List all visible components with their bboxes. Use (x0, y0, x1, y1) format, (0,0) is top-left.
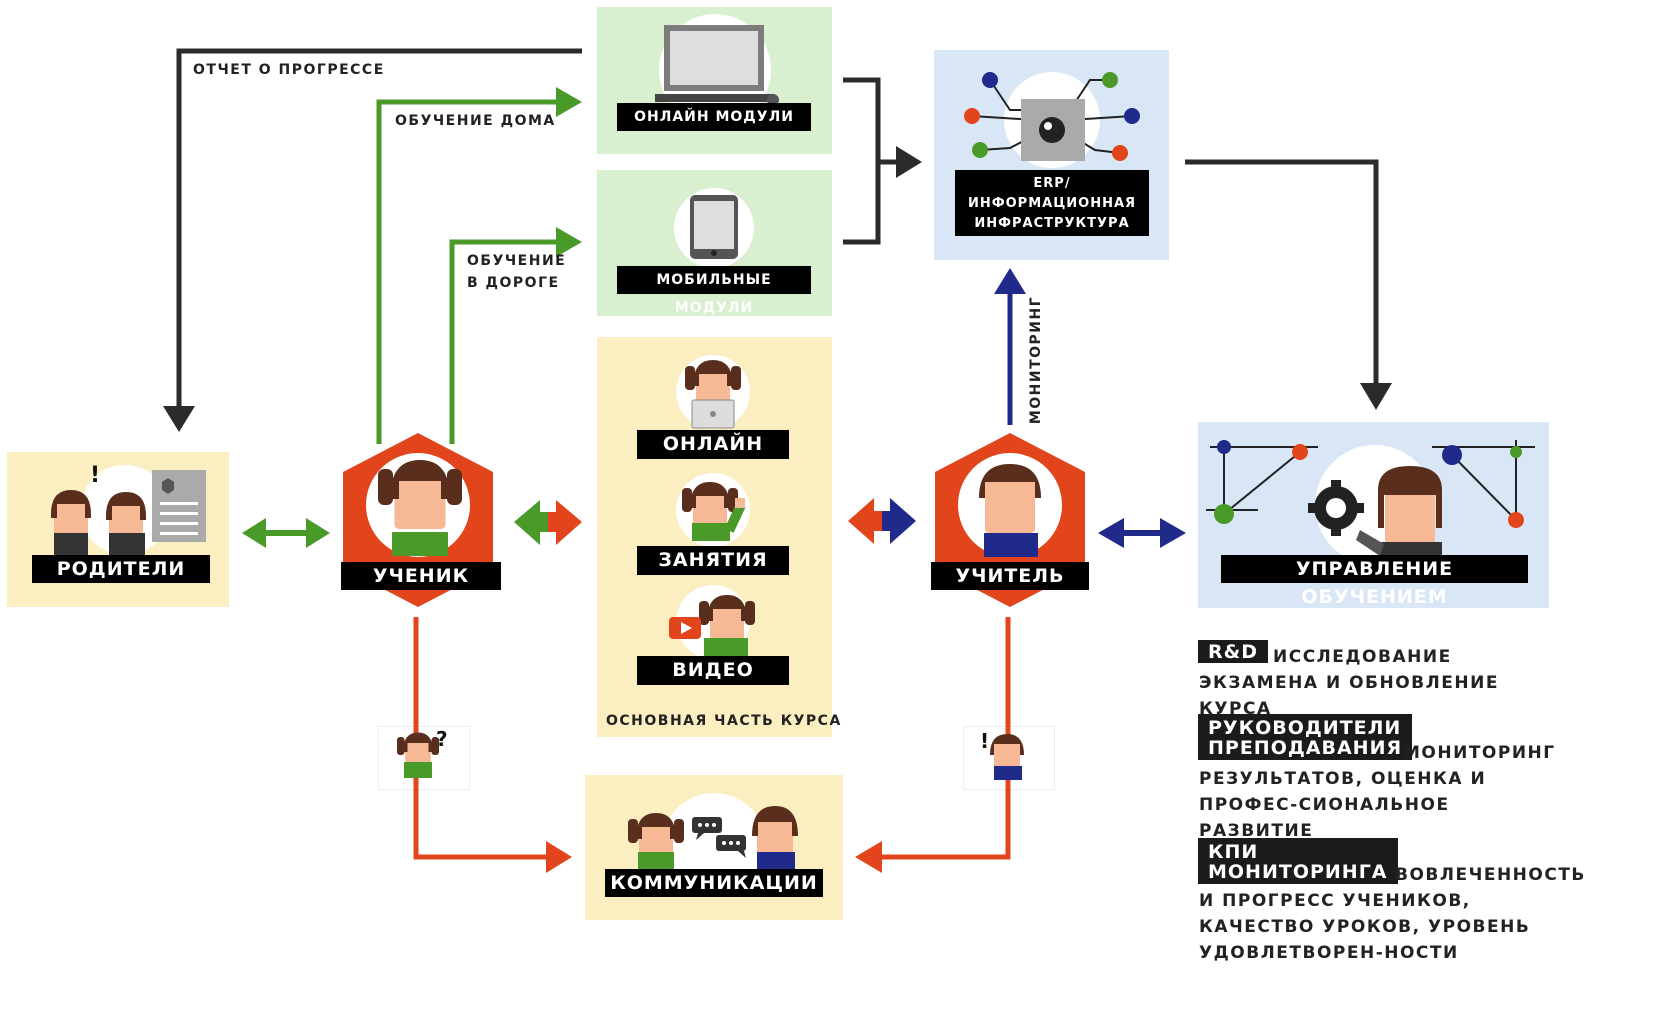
student-question-box (378, 726, 470, 790)
computer-icon (655, 14, 779, 126)
modules-bracket (843, 77, 881, 245)
svg-text:?: ? (436, 727, 448, 751)
student-label: УЧЕНИК (341, 562, 501, 590)
legend-tag-heads-line2: ПРЕПОДАВАНИЯ (1208, 737, 1403, 759)
erp-label-line3: ИНФРАСТРУКТУРА (974, 216, 1130, 231)
video-label: ВИДЕО (637, 656, 789, 685)
monitoring-arrowhead (994, 268, 1026, 294)
erp-to-management-arrowhead (1360, 383, 1392, 410)
teacher-comm-arrow (880, 617, 1011, 860)
mobile-modules-label: МОБИЛЬНЫЕ МОДУЛИ (617, 266, 811, 316)
communications-label: КОММУНИКАЦИИ (605, 869, 823, 897)
road-learning-arrowhead (556, 227, 582, 257)
teacher-mgmt-arrowhead-right (1160, 518, 1186, 548)
student-comm-arrow (413, 617, 548, 860)
parents-arrowhead-left (242, 518, 266, 548)
progress-report-arrowhead (163, 406, 195, 432)
classes-icon (676, 473, 750, 547)
learning-management-icon (1206, 440, 1535, 565)
teacher-alert-icon: ! (980, 729, 1024, 780)
parents-label: РОДИТЕЛИ (32, 555, 210, 583)
core-teacher-arrow-navy (882, 498, 916, 544)
home-learning-label: ОБУЧЕНИЕ ДОМА (395, 113, 556, 129)
teacher-mgmt-arrowhead-left (1098, 518, 1124, 548)
road-learning-label-2: В ДОРОГЕ (467, 275, 560, 291)
erp-label: ERP/ ИНФОРМАЦИОННАЯ ИНФРАСТРУКТУРА (955, 170, 1149, 236)
online-label: ОНЛАЙН (637, 430, 789, 459)
legend-text-kpi: ВОВЛЕЧЕННОСТЬ И ПРОГРЕСС УЧЕНИКОВ, КАЧЕС… (1199, 865, 1586, 963)
core-course-caption: ОСНОВНАЯ ЧАСТЬ КУРСА (606, 713, 842, 729)
progress-report-label: ОТЧЕТ О ПРОГРЕССЕ (193, 62, 385, 78)
parents-icon: ! (51, 463, 206, 555)
legend-tag-heads-line1: РУКОВОДИТЕЛИ (1208, 717, 1402, 739)
progress-report-arrow (176, 48, 582, 410)
legend-text-rd: ИССЛЕДОВАНИЕ ЭКЗАМЕНА И ОБНОВЛЕНИЕ КУРСА (1199, 647, 1499, 719)
legend-tag-heads: РУКОВОДИТЕЛИ ПРЕПОДАВАНИЯ (1198, 714, 1413, 760)
erp-chip-icon (964, 72, 1140, 168)
student-core-arrow-green (514, 500, 548, 545)
legend-text-heads: МОНИТОРИНГ РЕЗУЛЬТАТОВ, ОЦЕНКА И ПРОФЕС-… (1199, 743, 1556, 841)
student-question-icon: ? (397, 727, 448, 778)
online-icon (676, 355, 750, 429)
bracket-arrowhead (896, 146, 922, 178)
learning-management-label: УПРАВЛЕНИЕ ОБУЧЕНИЕМ (1221, 555, 1528, 608)
video-icon (669, 585, 755, 660)
erp-to-management-arrow (1185, 159, 1379, 385)
legend-tag-rd: R&D (1198, 640, 1268, 663)
classes-label: ЗАНЯТИЯ (637, 546, 789, 575)
parents-arrowhead-right (306, 518, 330, 548)
legend-item-rd: R&D (1198, 640, 1558, 663)
monitoring-label: МОНИТОРИНГ (1028, 295, 1045, 425)
erp-label-line2: ИНФОРМАЦИОННАЯ (967, 196, 1137, 211)
svg-text:!: ! (980, 729, 989, 753)
teacher-label: УЧИТЕЛЬ (931, 562, 1089, 590)
home-learning-arrow (376, 99, 558, 444)
home-learning-arrowhead (556, 87, 582, 117)
road-learning-arrow (449, 239, 558, 444)
teacher-comm-arrowhead (855, 841, 882, 873)
legend-tag-kpi-line2: МОНИТОРИНГА (1208, 861, 1388, 883)
legend-item-heads: РУКОВОДИТЕЛИ ПРЕПОДАВАНИЯ (1198, 714, 1413, 760)
legend-tag-kpi: КПИ МОНИТОРИНГА (1198, 838, 1398, 884)
legend-tag-kpi-line1: КПИ (1208, 841, 1259, 863)
erp-label-line1: ERP/ (1033, 176, 1071, 191)
tablet-icon (674, 188, 754, 268)
student-comm-arrowhead (546, 841, 572, 873)
student-core-arrow-orange (548, 500, 582, 545)
svg-text:!: ! (90, 463, 100, 488)
online-modules-label: ОНЛАЙН МОДУЛИ (617, 103, 811, 131)
core-teacher-arrow-orange (848, 498, 882, 544)
legend-item-kpi: КПИ МОНИТОРИНГА (1198, 838, 1398, 884)
road-learning-label-1: ОБУЧЕНИЕ (467, 253, 567, 269)
